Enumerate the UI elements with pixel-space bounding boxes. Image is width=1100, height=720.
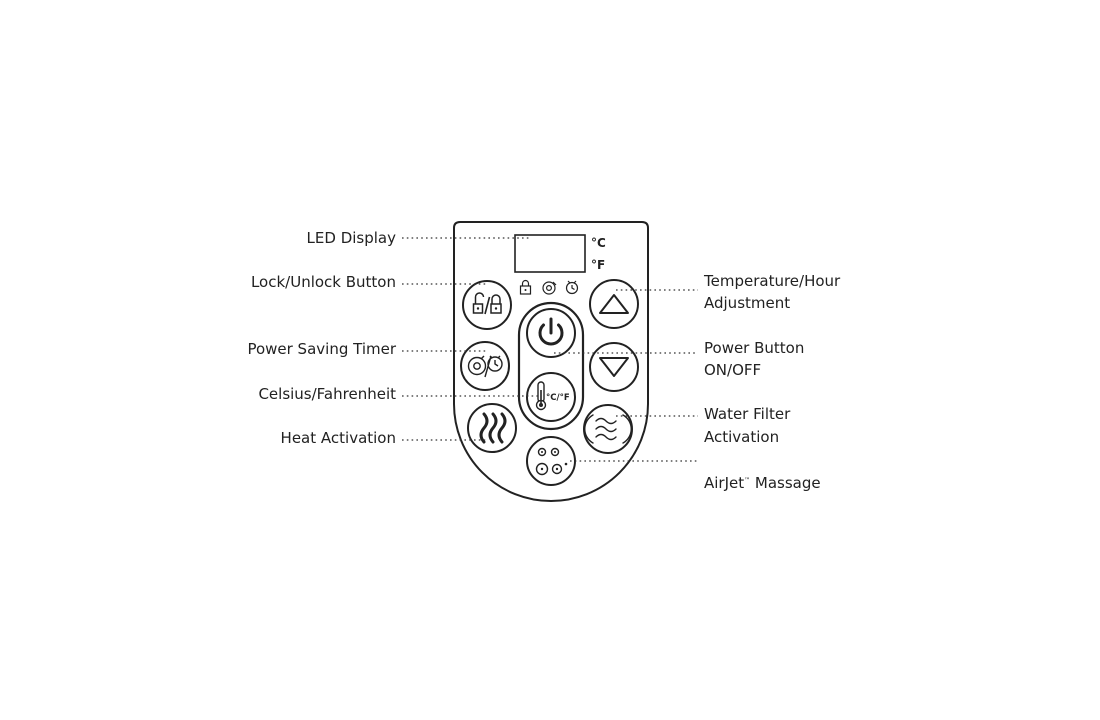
heat-activation-button[interactable]	[467, 403, 517, 453]
lock-unlock-button[interactable]	[462, 280, 512, 330]
bubbles-icon	[535, 447, 568, 476]
water-filter-icon	[584, 414, 632, 444]
lock-status-icon	[519, 279, 532, 295]
label-power-saving-timer: Power Saving Timer	[247, 340, 396, 358]
label-power-button-line1: Power Button	[704, 339, 804, 357]
water-filter-button[interactable]	[583, 404, 633, 454]
label-temperature-hour-line2: Adjustment	[704, 294, 790, 312]
thermometer-icon	[535, 381, 547, 411]
label-airjet-name: AirJet	[704, 474, 744, 492]
temperature-down-button[interactable]	[589, 342, 639, 392]
arrow-up-icon	[599, 294, 629, 314]
label-water-filter-line2: Activation	[704, 428, 779, 446]
power-button[interactable]	[526, 308, 576, 358]
label-heat-activation: Heat Activation	[281, 429, 396, 447]
celsius-fahrenheit-button[interactable]: °C/°F	[526, 372, 576, 422]
lock-icon	[490, 294, 502, 314]
unlock-icon	[472, 292, 485, 314]
heat-waves-icon	[479, 412, 507, 444]
timer-icon	[467, 355, 487, 376]
unit-fahrenheit-indicator: °F	[591, 258, 605, 272]
airjet-massage-button[interactable]	[526, 436, 576, 486]
led-display-screen	[514, 234, 586, 273]
unit-celsius-indicator: °C	[591, 236, 606, 250]
power-icon	[538, 317, 564, 346]
label-temperature-hour-line1: Temperature/Hour	[703, 272, 841, 290]
label-lock-unlock: Lock/Unlock Button	[251, 273, 396, 291]
sleep-timer-icon	[487, 355, 503, 372]
label-led-display: LED Display	[307, 229, 397, 247]
arrow-down-icon	[599, 357, 629, 377]
timer-status-icon	[542, 281, 557, 295]
label-water-filter-line1: Water Filter	[704, 405, 791, 423]
label-power-button-line2: ON/OFF	[704, 361, 761, 379]
celsius-fahrenheit-text: °C/°F	[546, 393, 570, 403]
label-airjet-massage: AirJet™ Massage	[704, 474, 821, 492]
label-celsius-fahrenheit: Celsius/Fahrenheit	[258, 385, 396, 403]
power-saving-timer-button[interactable]	[460, 341, 510, 391]
sleep-timer-status-icon	[565, 280, 579, 295]
label-airjet-tm: ™	[744, 477, 750, 484]
label-airjet-massage-word: Massage	[750, 474, 820, 492]
temperature-up-button[interactable]	[589, 279, 639, 329]
lock-slash	[484, 296, 491, 315]
